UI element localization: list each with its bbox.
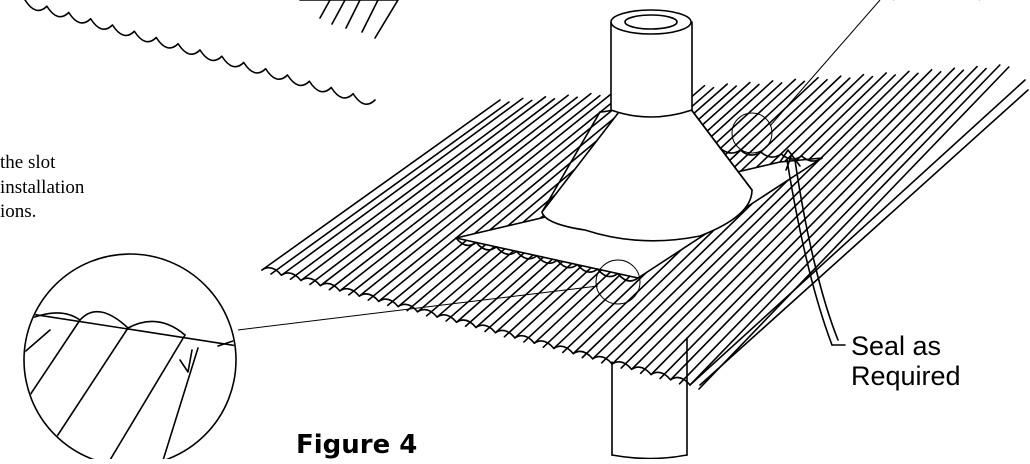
roof-sheet-side-edge [689, 79, 1029, 386]
corrugation-ridge [358, 91, 615, 297]
corrugation-ridge [669, 65, 978, 381]
corrugation-valley [620, 72, 919, 369]
corrugation-ridge [377, 89, 638, 303]
seal-leader-arrow [779, 149, 846, 346]
corrugation-valley [348, 94, 601, 296]
corrugation-valley [698, 66, 1010, 390]
corrugation-valley [639, 70, 942, 375]
corrugation-valley [678, 67, 987, 385]
corrugation-valley [386, 91, 647, 307]
seal-callout-line-2: Required [851, 361, 961, 391]
corrugation-ridge [319, 94, 569, 287]
detail-markers [237, 0, 980, 331]
flashing-front-seam [455, 147, 823, 282]
corrugation-valley [270, 101, 510, 275]
corrugation-ridge [650, 67, 956, 376]
note-line-3: ions. [0, 201, 37, 222]
corrugation-ridge [611, 70, 910, 365]
vent-pipe-lower [611, 337, 688, 460]
corrugation-ridge [261, 99, 501, 271]
roof-sheet-front-edge [261, 266, 691, 386]
note-line-2: installation [0, 177, 85, 198]
corrugation-ridge [300, 96, 547, 282]
corrugation-ridge [339, 92, 592, 292]
corrugation-ridge [630, 68, 933, 371]
corrugation-valley [328, 96, 578, 291]
magnified-detail [23, 253, 237, 464]
vent-pipe-upper [610, 9, 693, 118]
seal-callout-line-1: Seal as [851, 331, 942, 361]
corrugation-ridge [280, 97, 524, 277]
corrugation-valley [600, 74, 897, 364]
figure-label: Figure 4 [296, 430, 418, 460]
corrugation-valley [289, 99, 533, 281]
corrugation-valley [367, 93, 624, 301]
corrugation-valley [659, 69, 965, 380]
note-line-1: the slot [0, 152, 56, 173]
corrugation-ridge [591, 72, 888, 360]
top-left-corrugated-sheet [24, 0, 399, 106]
corrugation-ridge [689, 64, 1001, 386]
corrugation-valley [309, 98, 556, 286]
